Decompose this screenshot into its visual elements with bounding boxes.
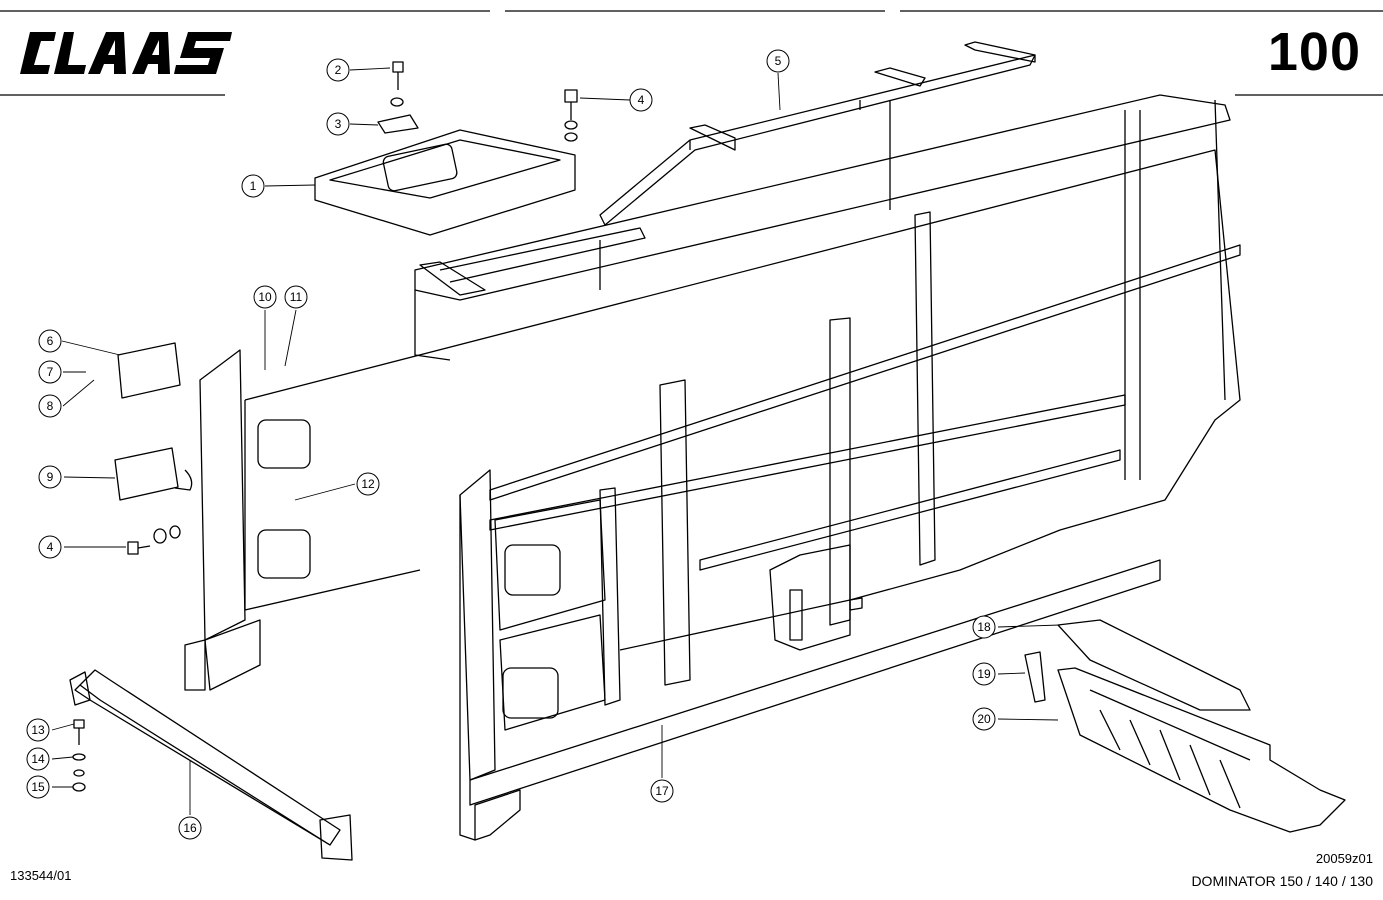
model-designation: DOMINATOR 150 / 140 / 130 [1191,873,1373,889]
callout-20: 20 [972,707,996,731]
callout-9: 9 [38,465,62,489]
svg-text:12: 12 [361,477,375,491]
claas-logo [20,32,232,74]
svg-text:8: 8 [47,399,54,413]
part-19-bracket [1024,651,1046,703]
svg-text:2: 2 [335,63,342,77]
callout-3: 3 [326,112,350,136]
svg-text:11: 11 [290,290,303,304]
svg-text:16: 16 [183,821,197,835]
callout-10: 10 [253,285,277,309]
svg-text:14: 14 [31,752,45,766]
part-18-strip [1057,619,1251,711]
callout-2: 2 [326,58,350,82]
callout-4: 4 [629,88,653,112]
svg-text:19: 19 [977,667,991,681]
part-4-bolt-left [127,525,181,555]
vertical-posts [599,211,936,706]
svg-text:18: 18 [977,620,991,634]
callout-13: 13 [26,718,50,742]
drawing-number: 20059z01 [1315,851,1373,866]
svg-text:4: 4 [638,93,645,107]
document-number: 133544/01 [10,868,72,883]
svg-text:4: 4 [47,540,54,554]
callout-14: 14 [26,747,50,771]
fasteners-top [377,61,578,142]
callout-7: 7 [38,360,62,384]
callout-16: 16 [178,816,202,840]
left-side-panel [184,349,311,691]
guard-parts [1024,619,1346,833]
part-3-clip [377,114,419,134]
svg-text:9: 9 [47,470,54,484]
callout-6: 6 [38,329,62,353]
part-2-bolt-head [392,61,404,73]
callout-15: 15 [26,775,50,799]
svg-text:20: 20 [977,712,991,726]
svg-text:1: 1 [250,179,257,193]
upper-main-tube [414,94,1231,361]
svg-text:13: 13 [31,723,45,737]
svg-text:6: 6 [47,334,54,348]
part-6-lamp [117,342,181,399]
callout-17: 17 [650,779,674,803]
leader-lines [51,67,1061,815]
page-number: 100 [1267,22,1361,82]
rear-panel [244,99,1241,651]
svg-text:15: 15 [31,780,45,794]
part-9-lamp [114,447,179,501]
part-5-upper-beam [599,41,1036,226]
callout-12: 12 [356,472,380,496]
part-1-cover-plate [314,129,576,236]
part-20-shield [1057,667,1346,833]
svg-text:10: 10 [258,290,272,304]
callout-18: 18 [972,615,996,639]
svg-text:5: 5 [775,54,782,68]
callout-5: 5 [766,49,790,73]
callout-19: 19 [972,662,996,686]
part-16-lower-beam [69,669,353,861]
part-17-front-frame [459,469,1161,841]
part-4-bolt-head [564,89,578,103]
callout-11: 11 [284,285,308,309]
callouts: 1 2 3 4 5 6 7 8 9 10 11 12 4 13 14 15 16… [26,49,996,840]
callout-4b: 4 [38,535,62,559]
callout-8: 8 [38,394,62,418]
svg-text:17: 17 [655,784,669,798]
cross-bars [489,244,1241,571]
svg-text:3: 3 [335,117,342,131]
svg-text:7: 7 [47,365,54,379]
lamps [114,342,193,501]
callout-1: 1 [241,174,265,198]
fasteners-lower [72,719,86,792]
